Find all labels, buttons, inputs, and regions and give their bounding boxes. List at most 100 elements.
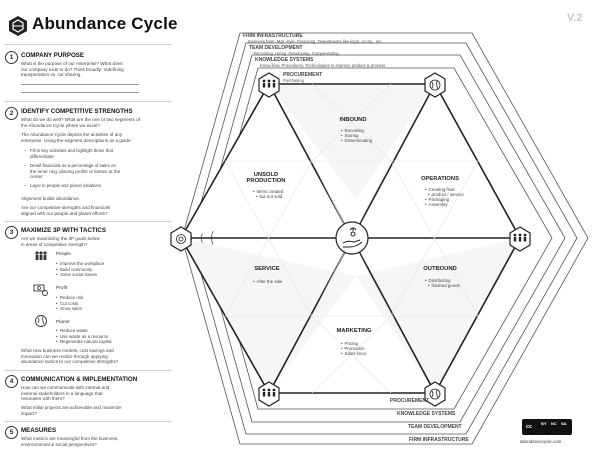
logo-icon bbox=[9, 16, 27, 36]
section-text: What is the purpose of our enterprise? W… bbox=[21, 61, 123, 66]
ring-sub-firm: Business form, Mgt. style, Financing, De… bbox=[248, 39, 383, 44]
segment-marketing-title: Marketing bbox=[336, 328, 372, 334]
globe-icon bbox=[429, 79, 441, 91]
divider bbox=[5, 370, 171, 371]
section-text: Are our competitive strengths and financ… bbox=[21, 205, 111, 210]
bullet-text: differentiate bbox=[30, 153, 54, 159]
bullet-item: Layer in people and planet initiatives bbox=[24, 183, 170, 189]
segment-item: product / service bbox=[428, 192, 464, 197]
section-title: Identify Competitive Strengths bbox=[21, 108, 133, 115]
globe-icon bbox=[429, 388, 441, 400]
section-text: enterprise. Using the segment descriptio… bbox=[21, 137, 132, 143]
people-icon bbox=[35, 251, 47, 260]
segment-outbound-title: Outbound bbox=[423, 266, 457, 272]
segment-item: Distributing bbox=[425, 278, 451, 283]
section-title: Measures bbox=[21, 427, 57, 434]
segment-item: Receiving bbox=[341, 128, 364, 133]
cc-license-badge[interactable]: cc BY NC SA bbox=[522, 419, 572, 435]
section-text: the Abundance Cycle where we excel? bbox=[21, 122, 100, 128]
section-text: What new business models, cost savings a… bbox=[21, 348, 114, 353]
globe-icon bbox=[35, 315, 47, 327]
segment-item: but not sold bbox=[256, 194, 283, 199]
divider bbox=[5, 221, 171, 222]
segment-inbound-title: Inbound bbox=[339, 117, 367, 123]
hand-plant-icon bbox=[342, 227, 363, 248]
section-text: transportation vs. car sharing. bbox=[21, 72, 82, 77]
section-text: innovation can we realize through applyi… bbox=[21, 353, 108, 359]
section-text: resonates with them? bbox=[21, 396, 65, 401]
people-icon bbox=[262, 79, 276, 88]
section-text: in areas of competitive strength? bbox=[21, 241, 88, 247]
section-number: 1 bbox=[5, 51, 18, 64]
group-item: Grow sales bbox=[56, 306, 82, 311]
money-icon bbox=[176, 234, 186, 244]
section-text: Are we maximizing the 3P goals below bbox=[21, 236, 100, 241]
site-link[interactable]: abundancecycle.com bbox=[520, 439, 562, 444]
segment-item: Storing bbox=[341, 133, 359, 138]
segment-item: Items created bbox=[253, 189, 284, 194]
section-number: 3 bbox=[5, 226, 18, 239]
segment-item: finished goods bbox=[428, 283, 460, 288]
segment-operations-title: Operations bbox=[421, 176, 459, 182]
section-title: Company Purpose bbox=[21, 52, 85, 59]
segment-service-title: Service bbox=[254, 266, 280, 272]
section-title: Communication & Implementation bbox=[21, 376, 138, 383]
section-text: The Abundance Cycle depicts the activiti… bbox=[21, 132, 123, 137]
cell-service bbox=[181, 238, 356, 393]
ring-label-procurement-bottom: Procurement bbox=[390, 398, 430, 404]
center-circle bbox=[335, 221, 369, 255]
section-text: What initial projects are achievable and… bbox=[21, 405, 122, 410]
money-icon bbox=[33, 284, 48, 296]
cc-by: BY bbox=[541, 421, 547, 426]
divider bbox=[5, 101, 171, 102]
bullet-item: Detail financials as a percentage of sal… bbox=[24, 163, 170, 169]
section-title: Maximize 3P with Tactics bbox=[21, 227, 107, 234]
group-item: Use waste as a resource bbox=[56, 334, 108, 339]
segment-unsold-title: Unsold Production bbox=[246, 172, 286, 184]
segment-item: Creating final bbox=[425, 187, 455, 192]
section-number: 5 bbox=[5, 426, 18, 439]
section-text: Alignment builds abundance. bbox=[21, 196, 80, 201]
section-number: 4 bbox=[5, 375, 18, 388]
cell-marketing bbox=[269, 276, 435, 393]
group-item: Reduce waste bbox=[56, 328, 88, 333]
section-text: impact? bbox=[21, 410, 38, 416]
write-line bbox=[21, 84, 139, 85]
bullet-text: center bbox=[30, 174, 43, 179]
section-text: environmental & social perspectives? bbox=[21, 441, 97, 447]
group-item: Regenerate natural capital bbox=[56, 339, 111, 344]
cc-sa: SA bbox=[561, 421, 567, 426]
segment-item: Sales force bbox=[341, 351, 367, 356]
ring-sub-procurement: Purchasing bbox=[283, 78, 304, 83]
segment-item: Disseminating bbox=[341, 138, 373, 143]
ring-sub-team: Recruiting, Hiring, Developing, Compensa… bbox=[254, 51, 339, 56]
section-text: What do we do well? What are the one or … bbox=[21, 117, 140, 122]
page-title: Abundance Cycle bbox=[32, 14, 178, 33]
divider bbox=[5, 44, 171, 45]
divider bbox=[5, 421, 171, 422]
segment-item: After the sale bbox=[253, 279, 283, 284]
ring-label-knowledge-bottom: Knowledge Systems bbox=[397, 411, 456, 417]
write-line bbox=[21, 92, 139, 93]
ring-label-procurement: Procurement bbox=[283, 72, 323, 78]
people-icon bbox=[262, 388, 276, 397]
group-label-people: People bbox=[56, 252, 71, 257]
group-item: Improve the workplace bbox=[56, 261, 104, 266]
segment-item: Assembly bbox=[425, 202, 448, 207]
ring-label-team-bottom: Team Development bbox=[408, 424, 462, 430]
section-text: What metrics are meaningful from the bus… bbox=[21, 436, 119, 441]
bullet-text: the inner ring; placing profits or losse… bbox=[30, 168, 121, 174]
ring-label-firm: Firm Infrastructure bbox=[243, 33, 303, 39]
bullet-item: Fill in key activities and highlight tho… bbox=[24, 148, 170, 154]
group-item: Reduce risk bbox=[56, 295, 83, 300]
cc-nc: NC bbox=[551, 421, 557, 426]
group-item: Solve social issues bbox=[56, 272, 97, 277]
ring-label-team: Team Development bbox=[249, 45, 303, 51]
group-item: Build community bbox=[56, 267, 92, 272]
ring-label-firm-bottom: Firm Infrastructure bbox=[409, 437, 469, 443]
segment-item: Pricing bbox=[341, 341, 358, 346]
version-label: V.2 bbox=[567, 12, 583, 24]
section-number: 2 bbox=[5, 107, 18, 120]
